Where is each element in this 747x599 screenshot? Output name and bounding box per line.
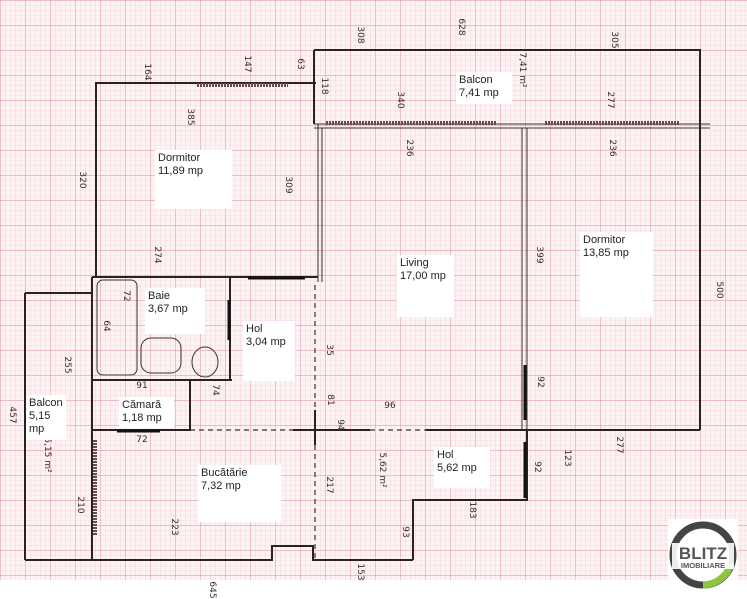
dimension-label: 457	[7, 406, 17, 423]
dimension-label: 645	[207, 581, 217, 598]
dimension-label: 164	[142, 63, 152, 80]
dimension-label: 96	[384, 401, 396, 411]
bathtub-icon	[96, 279, 138, 376]
dimension-label: 123	[562, 449, 572, 466]
room-name: Balcon	[29, 397, 63, 409]
doors	[117, 276, 527, 498]
dimension-label: 277	[605, 91, 615, 108]
dimension-label: 217	[324, 476, 334, 493]
toilet-icon	[191, 346, 219, 378]
dimension-label: 63	[295, 58, 305, 69]
room-area: 3,67 mp	[148, 303, 188, 315]
dimension-label: 309	[283, 176, 293, 193]
dimension-label: 274	[152, 246, 162, 263]
dimension-label: 210	[75, 496, 85, 513]
room-name: Bucătărie	[201, 467, 248, 479]
dimension-label: 7,41 m²	[517, 52, 527, 88]
dimension-label: 92	[532, 461, 542, 472]
dimension-label: 500	[714, 281, 724, 298]
dimension-label: 236	[404, 139, 414, 156]
dimension-label: 255	[62, 356, 72, 373]
room-area: 13,85 mp	[583, 247, 629, 259]
room-area: 11,89 mp	[158, 165, 204, 177]
dimension-label: 92	[535, 376, 545, 387]
room-area: 7,41 mp	[459, 87, 499, 99]
room-area: 1,18 mp	[122, 412, 162, 424]
dimension-label: 81	[325, 394, 335, 405]
room-name: Living	[400, 257, 429, 269]
room-area: 3,04 mp	[246, 336, 286, 348]
sink-icon	[140, 337, 182, 374]
room-name: Balcon	[459, 74, 493, 86]
dimension-labels: 164 147 63 118 385 320 309 274 308 628 305 340 277 23…	[7, 18, 724, 598]
dimension-label: 340	[395, 91, 405, 108]
dimension-label: 91	[136, 381, 147, 391]
room-area: 5,15 mp	[29, 410, 51, 435]
dimension-label: 385	[185, 108, 195, 125]
room-area: 5,62 mp	[437, 462, 477, 474]
room-name: Dormitor	[158, 152, 201, 164]
dimension-label: 399	[534, 246, 544, 263]
dimension-label: 223	[169, 518, 179, 535]
fixtures	[96, 279, 219, 378]
dimension-label: 320	[77, 171, 87, 188]
dimension-label: 183	[467, 501, 477, 518]
dimension-label: 308	[355, 26, 365, 43]
blitz-imobiliare-logo: BLITZ IMOBILIARE	[668, 519, 738, 589]
dimension-label: 147	[242, 55, 252, 72]
room-area: 7,32 mp	[201, 480, 241, 492]
walls	[24, 49, 710, 561]
dimension-label: 94	[335, 419, 345, 431]
dimension-label: 236	[607, 139, 617, 156]
room-name: Dormitor	[583, 234, 626, 246]
dimension-label: 93	[400, 526, 410, 537]
dimension-label: 5,15 m²	[42, 437, 52, 473]
room-name: Hol	[437, 449, 454, 461]
room-name: Baie	[148, 290, 171, 302]
dimension-label: 5,62 m²	[377, 452, 387, 488]
logo-text: BLITZ	[679, 544, 727, 563]
svg-text:IMOBILIARE: IMOBILIARE	[681, 561, 725, 570]
room-name: Hol	[246, 323, 263, 335]
dimension-label: 628	[456, 18, 466, 35]
room-name: Cămară	[122, 399, 162, 411]
dimension-label: 118	[319, 77, 329, 94]
windows	[93, 83, 680, 535]
dimension-label: 153	[355, 563, 365, 580]
dimension-label: 277	[614, 436, 624, 453]
room-area: 17,00 mp	[400, 270, 446, 282]
dimension-label: 35	[324, 344, 334, 355]
dimension-label: 72	[136, 435, 147, 445]
dimension-label: 64	[101, 320, 111, 332]
dimension-label: 74	[210, 384, 220, 396]
dimension-label: 305	[609, 31, 619, 48]
dimension-label: 72	[121, 290, 131, 301]
